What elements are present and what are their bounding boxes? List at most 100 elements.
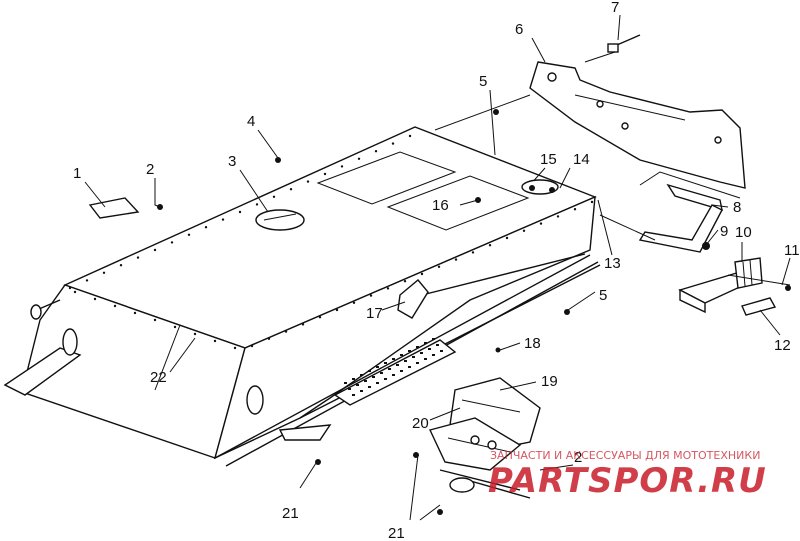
perforation-hole xyxy=(364,380,367,382)
rivet xyxy=(170,241,174,244)
callout-17: 17 xyxy=(366,305,383,322)
perforations xyxy=(344,338,443,396)
callout-12: 12 xyxy=(774,337,791,354)
rivet xyxy=(505,236,509,240)
rivet xyxy=(522,229,526,232)
rivet xyxy=(289,188,293,191)
rivet xyxy=(193,332,197,336)
perforation-hole xyxy=(428,348,431,350)
callout-3: 3 xyxy=(228,153,236,170)
callout-21: 21 xyxy=(388,525,405,541)
callout-8: 8 xyxy=(733,199,741,216)
rivet xyxy=(403,280,407,283)
callout-22: 22 xyxy=(150,369,167,386)
callout-20: 20 xyxy=(412,415,429,432)
perforation-hole xyxy=(420,352,423,354)
rivet xyxy=(221,218,225,221)
callout-labels: 1 2 3 4 5 5 6 7 8 9 10 11 12 13 14 15 16… xyxy=(73,0,800,541)
rivet xyxy=(272,195,276,198)
perforation-hole xyxy=(424,342,427,344)
callout-4: 4 xyxy=(247,113,255,130)
rivet xyxy=(386,287,390,290)
callout-9: 9 xyxy=(720,223,728,240)
watermark-tagline: ЗАПЧАСТИ И АКСЕССУАРЫ ДЛЯ МОТОТЕХНИКИ xyxy=(490,449,760,462)
perforation-hole xyxy=(392,374,395,376)
rivet xyxy=(539,222,543,225)
perforation-hole xyxy=(400,370,403,372)
rivet xyxy=(573,208,577,211)
rivet xyxy=(173,325,177,329)
callout-6: 6 xyxy=(515,21,523,38)
watermark: ЗАПЧАСТИ И АКСЕССУАРЫ ДЛЯ МОТОТЕХНИКИ PA… xyxy=(488,449,767,501)
perforation-hole xyxy=(352,394,355,396)
rear-bracket xyxy=(529,61,746,189)
rivets xyxy=(68,134,594,350)
rivet xyxy=(233,346,237,350)
perforation-hole xyxy=(416,362,419,364)
perforation-hole xyxy=(380,372,383,374)
tunnel-chassis xyxy=(3,126,601,467)
callout-13: 13 xyxy=(604,255,621,272)
rivet xyxy=(136,256,140,259)
callout-10: 10 xyxy=(735,224,752,241)
leader-lines xyxy=(84,14,791,521)
rivet xyxy=(93,297,97,301)
perforation-hole xyxy=(356,384,359,386)
callout-5: 5 xyxy=(479,73,487,90)
tail-light xyxy=(678,257,763,314)
callout-2: 2 xyxy=(574,449,582,466)
rivet xyxy=(391,142,395,145)
rivet xyxy=(590,200,594,204)
callout-18: 18 xyxy=(524,335,541,352)
rivet xyxy=(488,244,492,247)
rivet xyxy=(369,294,373,297)
perforation-hole xyxy=(368,386,371,388)
perforation-hole xyxy=(408,366,411,368)
rivet xyxy=(471,251,475,254)
rivet xyxy=(119,264,123,267)
callout-14: 14 xyxy=(573,151,590,168)
perforation-hole xyxy=(372,376,375,378)
rivet xyxy=(255,203,259,206)
callout-19: 19 xyxy=(541,373,558,390)
callout-5: 5 xyxy=(599,287,607,304)
perforation-hole xyxy=(384,362,387,364)
rivet xyxy=(204,226,208,229)
perforation-hole xyxy=(412,356,415,358)
rivet xyxy=(213,339,217,343)
rivet xyxy=(187,233,191,236)
callout-16: 16 xyxy=(432,197,449,214)
rivet xyxy=(113,304,117,308)
rivet xyxy=(133,311,137,315)
rivet xyxy=(340,165,344,168)
rivet xyxy=(454,258,458,261)
perforation-hole xyxy=(392,358,395,360)
callout-11: 11 xyxy=(784,242,800,259)
perforation-hole xyxy=(360,374,363,376)
perforation-hole xyxy=(400,354,403,356)
perforation-hole xyxy=(404,360,407,362)
rivet xyxy=(437,265,441,268)
hardware xyxy=(157,34,791,515)
perforation-hole xyxy=(352,378,355,380)
callout-7: 7 xyxy=(611,0,619,16)
watermark-logo: PARTSPOR.RU xyxy=(488,461,767,501)
rivet xyxy=(352,301,356,304)
bumper-bracket xyxy=(638,183,723,253)
perforation-hole xyxy=(396,364,399,366)
perforation-hole xyxy=(360,390,363,392)
front-bumper-assembly xyxy=(429,377,541,499)
rivet xyxy=(318,316,322,319)
rivet xyxy=(153,248,157,252)
rivet xyxy=(238,210,242,214)
perforation-hole xyxy=(376,382,379,384)
rivet xyxy=(153,318,157,322)
rivet xyxy=(301,323,305,326)
rivet xyxy=(357,157,361,160)
callout-21: 21 xyxy=(282,505,299,522)
rivet xyxy=(85,279,89,282)
rivet xyxy=(267,337,271,340)
callout-1: 1 xyxy=(73,165,81,182)
